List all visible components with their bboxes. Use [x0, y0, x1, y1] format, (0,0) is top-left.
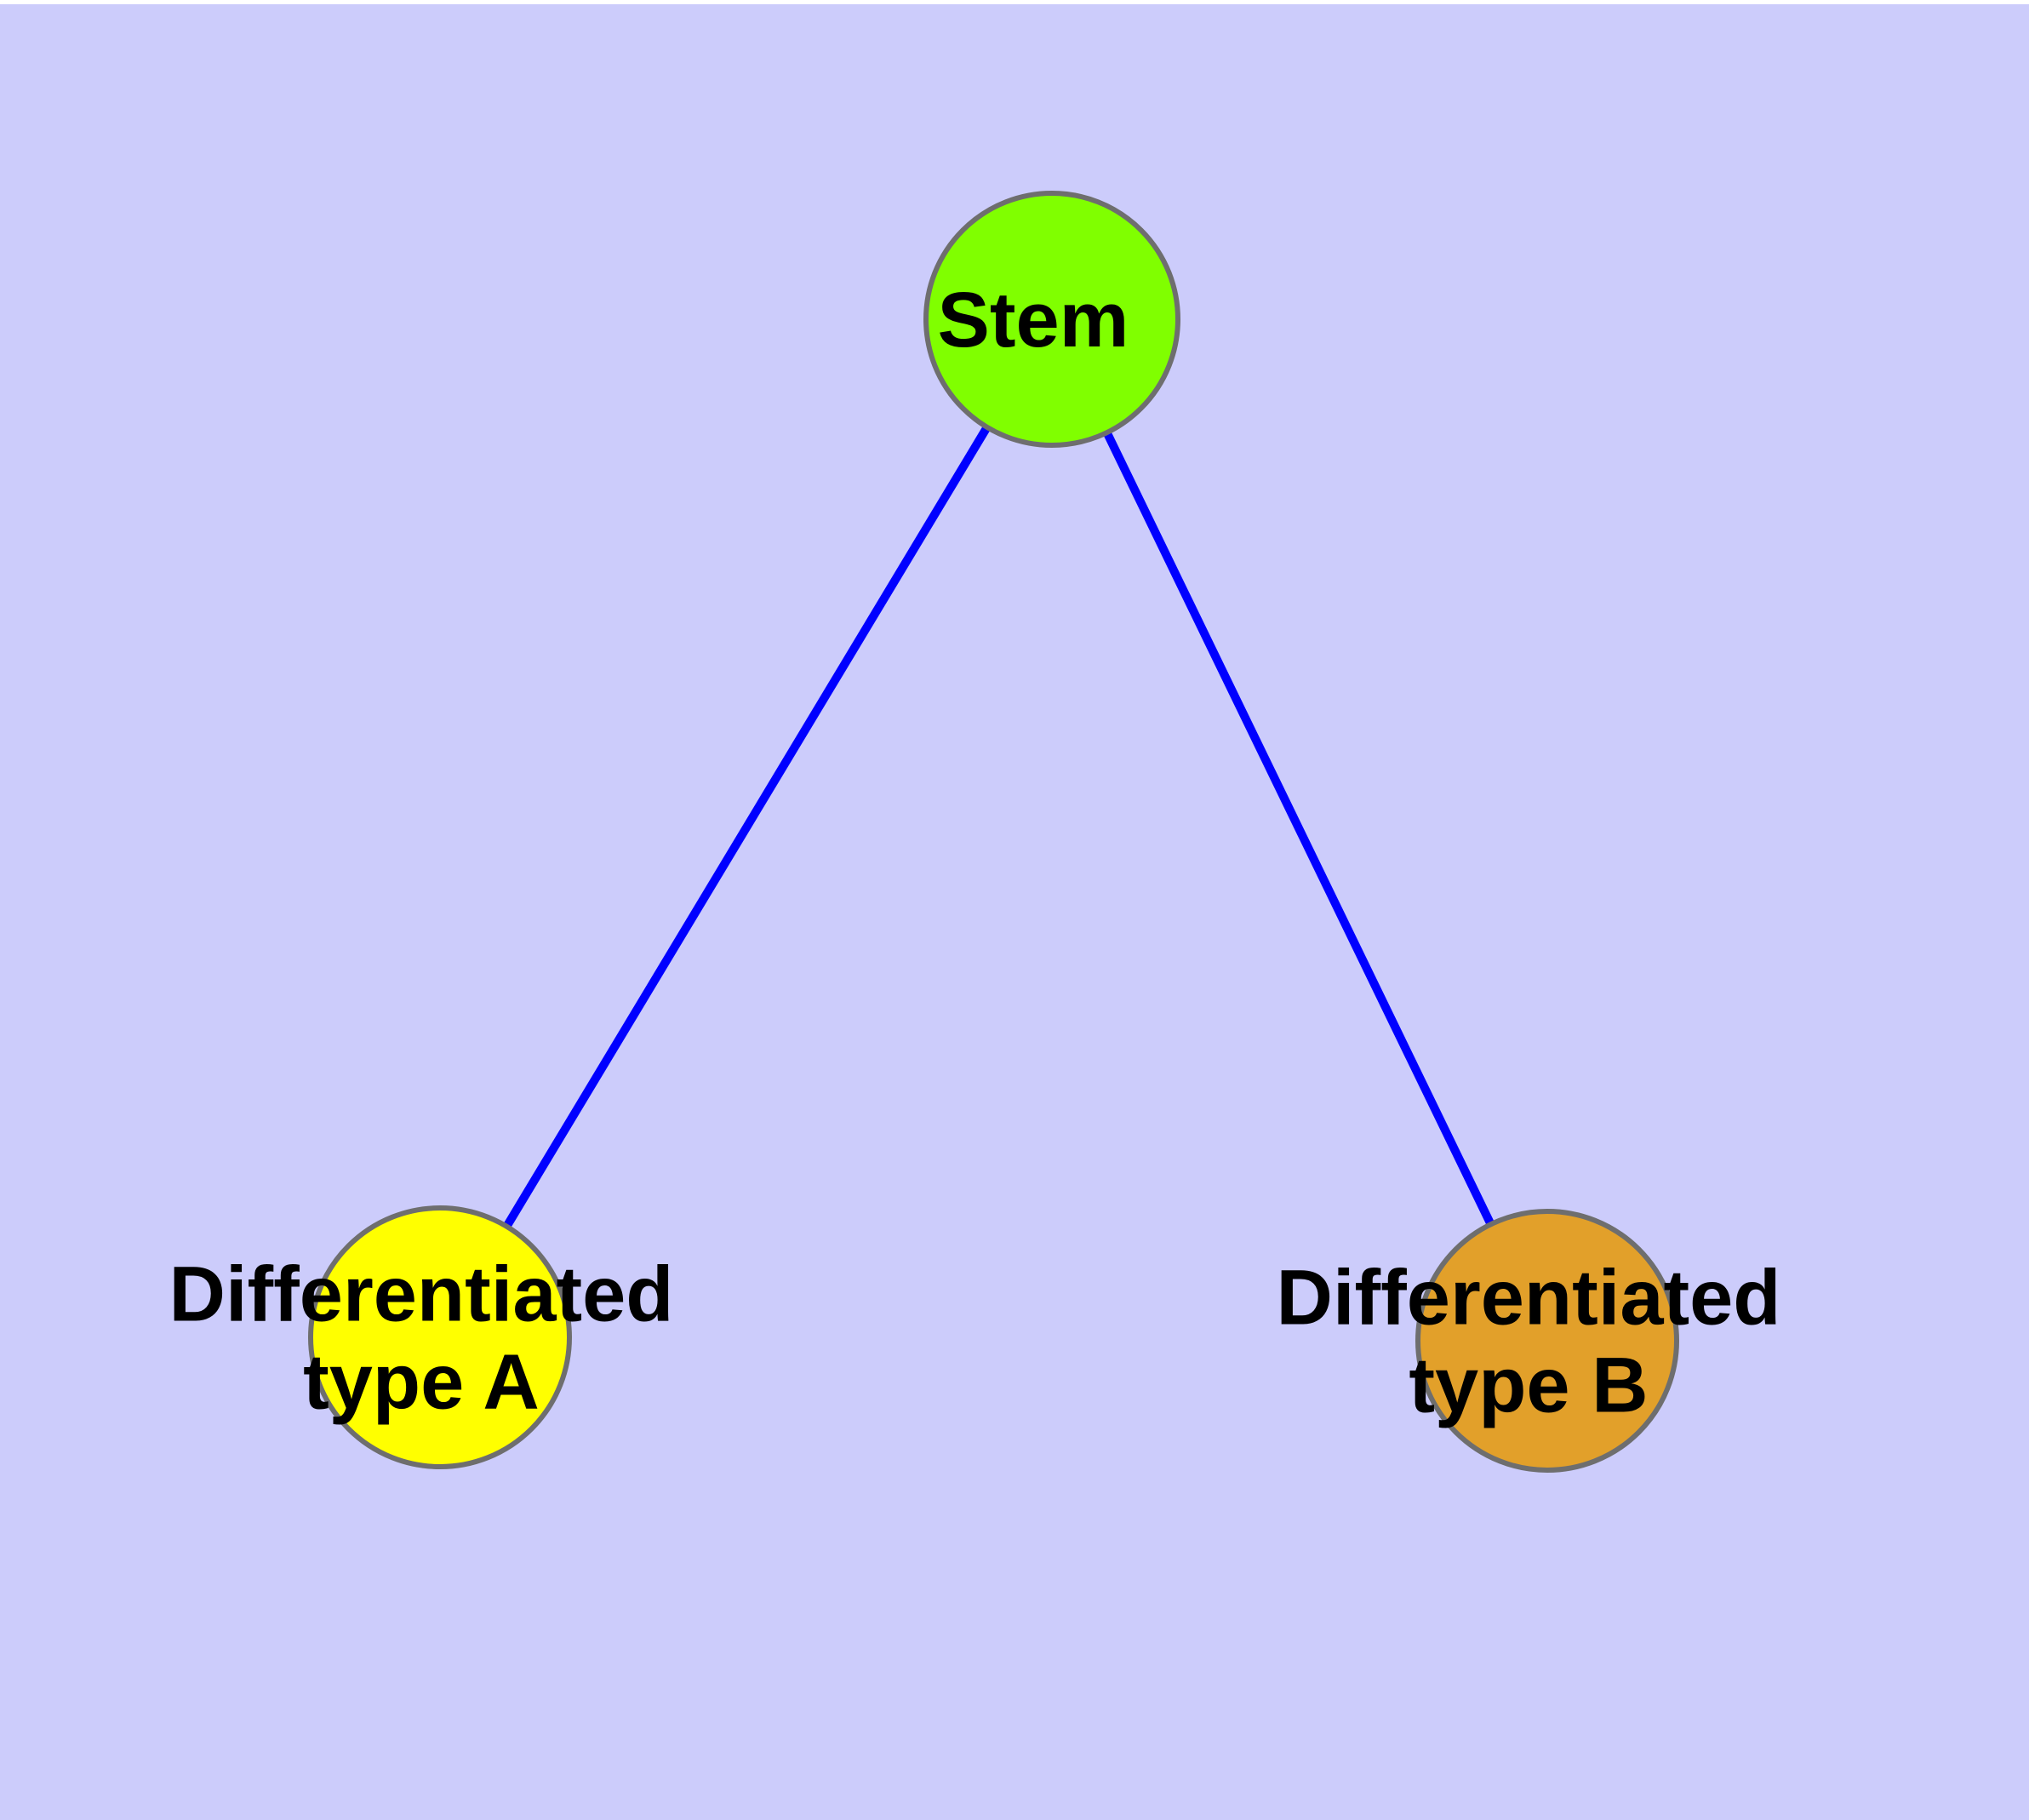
- node-differentiated-type-b-label-line-2: type B: [1409, 1342, 1648, 1429]
- node-link-graph: Stem Differentiated type A Differentiate…: [169, 191, 1781, 1473]
- node-differentiated-type-a-label-line-2: type A: [303, 1339, 540, 1426]
- node-stem-label-line-1: Stem: [938, 277, 1129, 363]
- node-differentiated-type-b[interactable]: [1415, 1209, 1679, 1473]
- edge-stem-to-differentiated-type-a[interactable]: [504, 426, 991, 1228]
- node-differentiated-type-a-label-line-1: Differentiated: [169, 1251, 674, 1338]
- node-stem[interactable]: [923, 191, 1180, 448]
- diagram-plot-area: Stem Differentiated type A Differentiate…: [0, 4, 2029, 1820]
- label-layer: Stem Differentiated type A Differentiate…: [169, 277, 1781, 1429]
- edge-layer: [504, 426, 1495, 1228]
- edge-stem-to-differentiated-type-b[interactable]: [1103, 432, 1495, 1225]
- node-layer: [308, 191, 1679, 1473]
- node-differentiated-type-a[interactable]: [308, 1205, 572, 1469]
- node-differentiated-type-b-label-line-1: Differentiated: [1277, 1255, 1781, 1342]
